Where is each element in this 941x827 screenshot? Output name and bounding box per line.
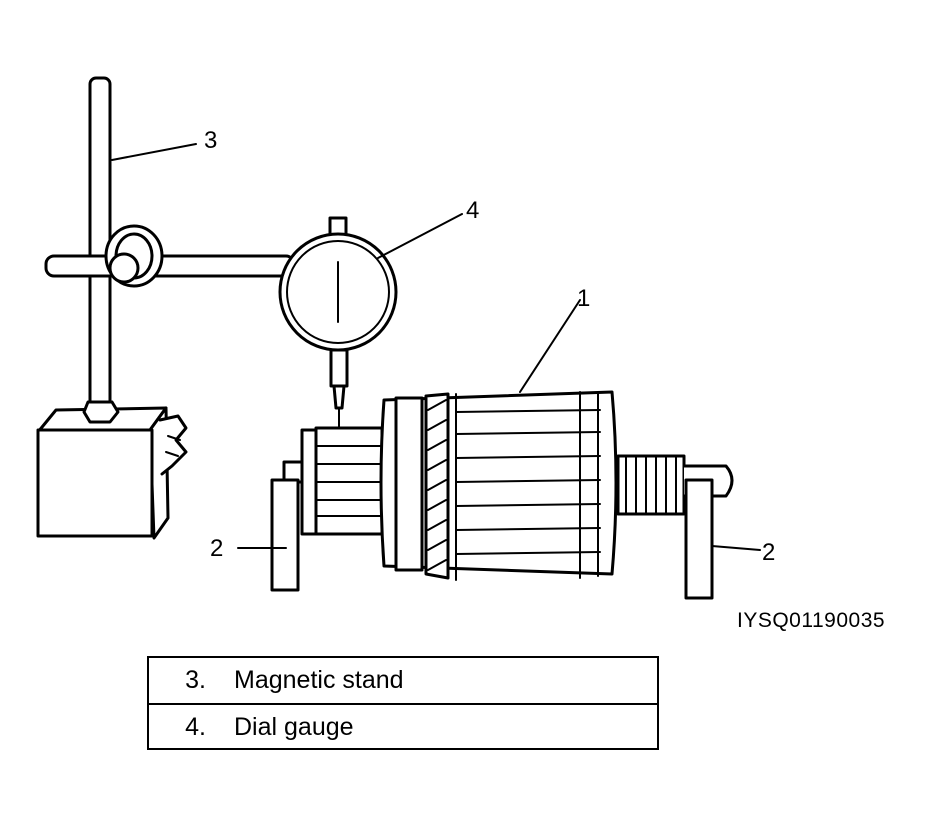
leader-line-3 (111, 143, 197, 161)
leader-lines (111, 143, 761, 551)
callout-2-right: 2 (762, 539, 776, 566)
v-block-right (684, 478, 714, 600)
leader-line-1 (519, 299, 581, 393)
legend-row: 4. Dial gauge (149, 703, 657, 750)
leader-line-2-right (711, 545, 761, 551)
callout-1: 1 (577, 285, 591, 312)
legend-table: 3. Magnetic stand 4. Dial gauge (147, 656, 659, 750)
legend-number: 3. (185, 666, 206, 694)
leader-line-4 (377, 213, 463, 259)
armature-runout-measurement-illustration (36, 76, 761, 600)
stand-horizontal-arm (44, 224, 296, 288)
armature (300, 390, 734, 581)
legend-row: 3. Magnetic stand (149, 658, 657, 703)
callout-3: 3 (204, 127, 218, 154)
stand-vertical-rod (82, 76, 120, 424)
legend-number: 4. (185, 713, 206, 741)
callout-2-left: 2 (210, 535, 224, 562)
legend-label: Dial gauge (234, 713, 354, 741)
magnetic-base (36, 406, 188, 540)
dial-gauge (278, 216, 398, 429)
callout-4: 4 (466, 197, 480, 224)
figure-code: IYSQ01190035 (737, 609, 886, 632)
legend-label: Magnetic stand (234, 666, 404, 694)
